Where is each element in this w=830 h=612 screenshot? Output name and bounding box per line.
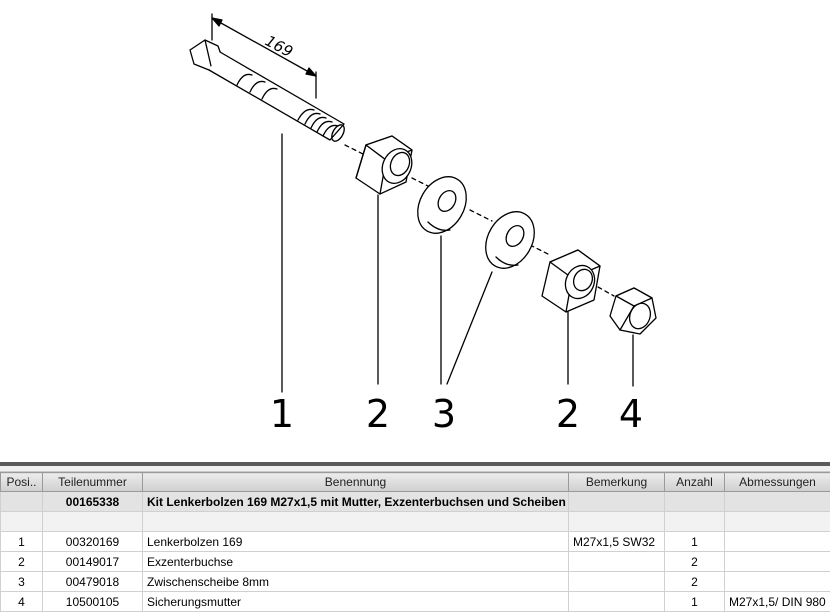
callout-3: 3 [432, 392, 456, 436]
callout-2a: 2 [366, 392, 390, 436]
cell-remark: M27x1,5 SW32 [569, 532, 665, 552]
dimension-arrow-left [212, 18, 222, 26]
callout-2b: 2 [556, 392, 580, 436]
column-header-position[interactable]: Posi.. [1, 473, 43, 492]
cell-position: 3 [1, 572, 43, 592]
cell-designation: Zwischenscheibe 8mm [143, 572, 569, 592]
cell-dimensions [725, 572, 830, 592]
cell-quantity: 2 [665, 572, 725, 592]
cell-designation: Sicherungsmutter [143, 592, 569, 612]
cell-part-number: 00149017 [43, 552, 143, 572]
exploded-parts-drawing: 169 1 2 3 2 4 [0, 0, 830, 462]
callout-1: 1 [270, 392, 294, 436]
cell-quantity: 2 [665, 552, 725, 572]
washer-part-1 [408, 168, 476, 242]
column-header-remark[interactable]: Bemerkung [569, 473, 665, 492]
dimension-label: 169 [262, 32, 296, 61]
cell-part-number: 00479018 [43, 572, 143, 592]
cell-dimensions [725, 532, 830, 552]
table-row[interactable]: 2 00149017 Exzenterbuchse 2 [1, 552, 830, 572]
cell-remark [569, 592, 665, 612]
cell-position [1, 492, 43, 512]
table-row-blank [1, 512, 830, 532]
bolt-part [190, 40, 347, 143]
dimension-arrow-right [306, 68, 316, 76]
table-row-kit[interactable]: 00165338 Kit Lenkerbolzen 169 M27x1,5 mi… [1, 492, 830, 512]
cell-part-number: 00320169 [43, 532, 143, 552]
parts-table: Posi.. Teilenummer Benennung Bemerkung A… [0, 472, 830, 612]
table-header-row: Posi.. Teilenummer Benennung Bemerkung A… [1, 473, 830, 492]
axis-line [345, 145, 365, 155]
eccentric-bushing-part-left [356, 136, 417, 194]
callout-4: 4 [619, 392, 643, 436]
leader-line-3b [447, 272, 492, 384]
cell-position: 1 [1, 532, 43, 552]
cell-designation: Lenkerbolzen 169 [143, 532, 569, 552]
cell-remark [569, 492, 665, 512]
cell-part-number: 10500105 [43, 592, 143, 612]
cell-quantity: 1 [665, 592, 725, 612]
column-header-dimensions[interactable]: Abmessungen [725, 473, 830, 492]
cell-remark [569, 572, 665, 592]
lock-nut-part [610, 288, 656, 334]
table-row[interactable]: 3 00479018 Zwischenscheibe 8mm 2 [1, 572, 830, 592]
cell-dimensions [725, 492, 830, 512]
cell-quantity [665, 492, 725, 512]
cell-designation: Exzenterbuchse [143, 552, 569, 572]
cell-designation: Kit Lenkerbolzen 169 M27x1,5 mit Mutter,… [143, 492, 569, 512]
table-row[interactable]: 4 10500105 Sicherungsmutter 1 M27x1,5/ D… [1, 592, 830, 612]
column-header-designation[interactable]: Benennung [143, 473, 569, 492]
column-header-part-number[interactable]: Teilenummer [43, 473, 143, 492]
washer-part-2 [476, 203, 544, 277]
cell-position: 4 [1, 592, 43, 612]
column-header-quantity[interactable]: Anzahl [665, 473, 725, 492]
eccentric-bushing-part-right [542, 250, 600, 312]
cell-position: 2 [1, 552, 43, 572]
cell-dimensions: M27x1,5/ DIN 980 [725, 592, 830, 612]
cell-dimensions [725, 552, 830, 572]
cell-part-number: 00165338 [43, 492, 143, 512]
cell-remark [569, 552, 665, 572]
cell-quantity: 1 [665, 532, 725, 552]
table-row[interactable]: 1 00320169 Lenkerbolzen 169 M27x1,5 SW32… [1, 532, 830, 552]
